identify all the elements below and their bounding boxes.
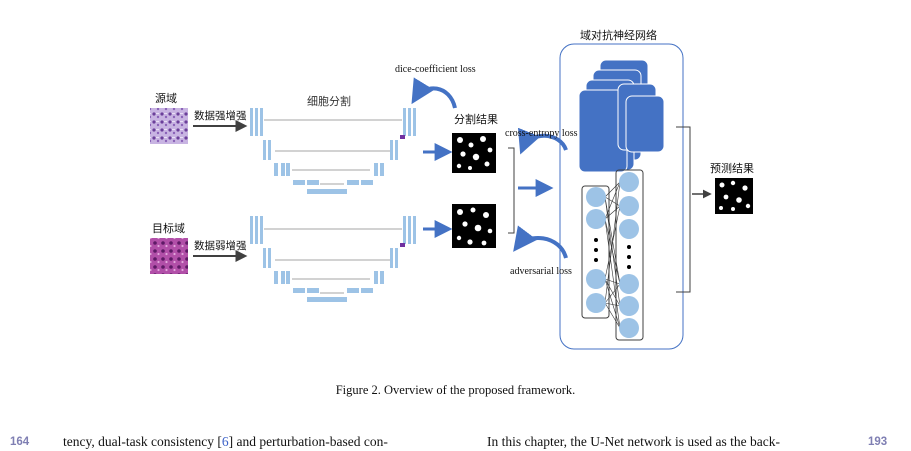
- prediction-mask: [715, 178, 753, 214]
- source-domain-label: 源域: [155, 92, 177, 105]
- adversarial-network-box: [559, 43, 684, 350]
- line-number-right: 193: [868, 436, 888, 448]
- target-domain-image: [150, 238, 188, 274]
- unet-bottom: [250, 216, 416, 302]
- ce-loss-curve: [518, 127, 568, 155]
- adv-loss-curve: [513, 225, 568, 259]
- mlp-network: [581, 169, 644, 341]
- citation-link[interactable]: 6: [221, 434, 229, 449]
- adversarial-network-label: 域对抗神经网络: [580, 29, 657, 42]
- framework-diagram: [150, 43, 753, 350]
- right-column-text: In this chapter, the U-Net network is us…: [487, 434, 780, 449]
- source-domain-image: [150, 108, 188, 144]
- dice-loss-label: dice-coefficient loss: [395, 64, 476, 75]
- dice-loss-curve: [411, 77, 457, 109]
- prediction-result-label: 预测结果: [710, 162, 754, 175]
- left-column-text: tency, dual-task consistency [6] and per…: [63, 434, 388, 450]
- strong-augmentation-label: 数据强增强: [194, 110, 247, 122]
- conv-feature-stack: [578, 59, 665, 173]
- unet-top: [250, 108, 416, 194]
- prediction-bracket: [676, 126, 691, 293]
- figure-caption: Figure 2. Overview of the proposed frame…: [335, 383, 576, 397]
- weak-augmentation-label: 数据弱增强: [194, 240, 247, 252]
- left-text-part-b: ] and perturbation-based con-: [228, 434, 388, 449]
- cross-entropy-loss-label: cross-entropy loss: [505, 128, 578, 139]
- output-merge-bracket: [508, 147, 515, 234]
- adversarial-loss-label: adversarial loss: [510, 266, 572, 277]
- left-text-part-a: tency, dual-task consistency [: [63, 434, 222, 449]
- segmentation-mask-top: [452, 133, 496, 173]
- segmentation-mask-bottom: [452, 204, 496, 248]
- cell-segmentation-label: 细胞分割: [307, 95, 351, 108]
- segmentation-result-label: 分割结果: [454, 113, 498, 126]
- target-domain-label: 目标域: [152, 222, 185, 235]
- line-number-left: 164: [10, 436, 30, 448]
